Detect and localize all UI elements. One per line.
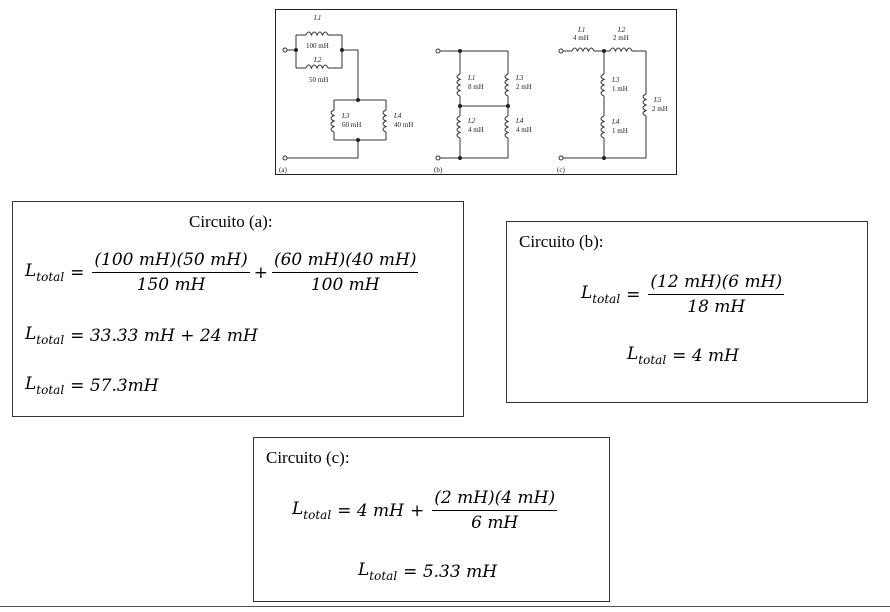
label-c-l4-name: L4 [611,118,620,126]
label-c-l2-value: 2 mH [613,34,629,42]
label-b-l1-name: L1 [467,74,475,82]
label-c-l3-name: L3 [611,76,620,84]
fraction-b1: (12 mH)(6 mH) 18 mH [648,272,785,317]
label-b-l1-value: 8 mH [468,83,484,91]
solution-c-eq1: Ltotal = 4 mH + (2 mH)(4 mH) 6 mH [292,488,558,533]
terminal-c-top [558,48,564,54]
label-c-l5-name: L5 [653,96,662,104]
solution-a-eq3: Ltotal = 57.3mH [25,374,159,397]
label-b-l2-value: 4 mH [468,126,484,134]
circuit-figure: L1 100 mH L2 50 mH L3 60 mH L4 40 mH (a)… [275,9,677,175]
label-b-l4-value: 4 mH [516,126,532,134]
label-a-l3-value: 60 mH [342,121,361,129]
label-b-l3-value: 2 mH [516,83,532,91]
solution-a-title: Circuito (a): [189,212,273,231]
solution-box-b: Circuito (b): Ltotal = (12 mH)(6 mH) 18 … [506,221,868,403]
solution-box-c: Circuito (c): Ltotal = 4 mH + (2 mH)(4 m… [253,437,610,602]
fraction-c1: (2 mH)(4 mH) 6 mH [432,488,558,533]
terminal-b-bottom [435,155,441,161]
label-c-l1-name: L1 [577,26,585,34]
terminal-a-top [282,47,288,53]
solution-b-title: Circuito (b): [519,232,604,251]
label-a-l3-name: L3 [341,112,350,120]
label-c-l3-value: 1 mH [612,85,628,93]
ltotal-a1: Ltotal [25,261,65,284]
label-a-l1-name: L1 [313,14,321,22]
label-a-l2-value: 50 mH [309,76,328,84]
solution-a-eq2: Ltotal = 33.33 mH + 24 mH [25,324,258,347]
label-c-l4-value: 1 mH [612,127,628,135]
panel-a-tag: (a) [279,166,287,174]
solution-a-eq1: Ltotal = (100 mH)(50 mH) 150 mH + (60 mH… [25,250,419,295]
fraction-a2: (60 mH)(40 mH) 100 mH [271,250,419,295]
circuit-diagrams: L1 100 mH L2 50 mH L3 60 mH L4 40 mH (a)… [279,14,668,174]
terminal-b-top [435,48,441,54]
panel-c-tag: (c) [557,166,565,174]
label-b-l4-name: L4 [515,117,524,125]
page-bottom-rule [0,606,890,607]
fraction-a1: (100 mH)(50 mH) 150 mH [92,250,250,295]
solution-box-a: Circuito (a): Ltotal = (100 mH)(50 mH) 1… [12,201,464,417]
label-c-l2-name: L2 [617,26,626,34]
terminal-c-bottom [558,155,564,161]
terminal-a-bottom [282,155,288,161]
label-a-l2-name: L2 [313,56,322,64]
solution-b-eq1: Ltotal = (12 mH)(6 mH) 18 mH [581,272,785,317]
label-c-l5-value: 2 mH [652,105,668,113]
label-c-l1-value: 4 mH [573,34,589,42]
label-a-l1-value: 100 mH [306,42,329,50]
solution-b-eq2: Ltotal = 4 mH [627,344,739,367]
label-a-l4-value: 40 mH [394,121,413,129]
panel-b-tag: (b) [434,166,443,174]
label-b-l2-name: L2 [467,117,476,125]
label-b-l3-name: L3 [515,74,524,82]
label-a-l4-name: L4 [393,112,402,120]
solution-c-title: Circuito (c): [266,448,350,467]
solution-c-eq2: Ltotal = 5.33 mH [358,560,498,583]
